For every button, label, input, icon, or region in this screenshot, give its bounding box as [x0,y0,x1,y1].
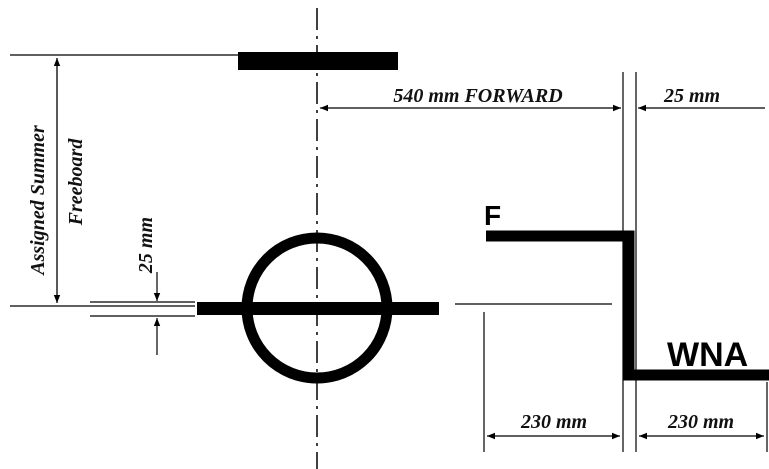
dim-25-top-label: 25 mm [663,85,720,107]
assigned-summer-label: Assigned Summer [27,125,49,277]
freeboard-label: Freeboard [65,138,87,227]
dim-230-left-label: 230 mm [520,411,587,433]
plimsoll-horizontal-bar [197,302,439,315]
f-wna-step-mark [486,230,769,381]
deck-line-bar [238,52,398,70]
dim-230-right-label: 230 mm [667,411,734,433]
dim-25-vertical-label: 25 mm [135,217,157,274]
dim-540-forward-label: 540 mm FORWARD [393,85,562,107]
mark-f-label: F [484,200,501,231]
mark-wna-label: WNA [667,336,748,374]
